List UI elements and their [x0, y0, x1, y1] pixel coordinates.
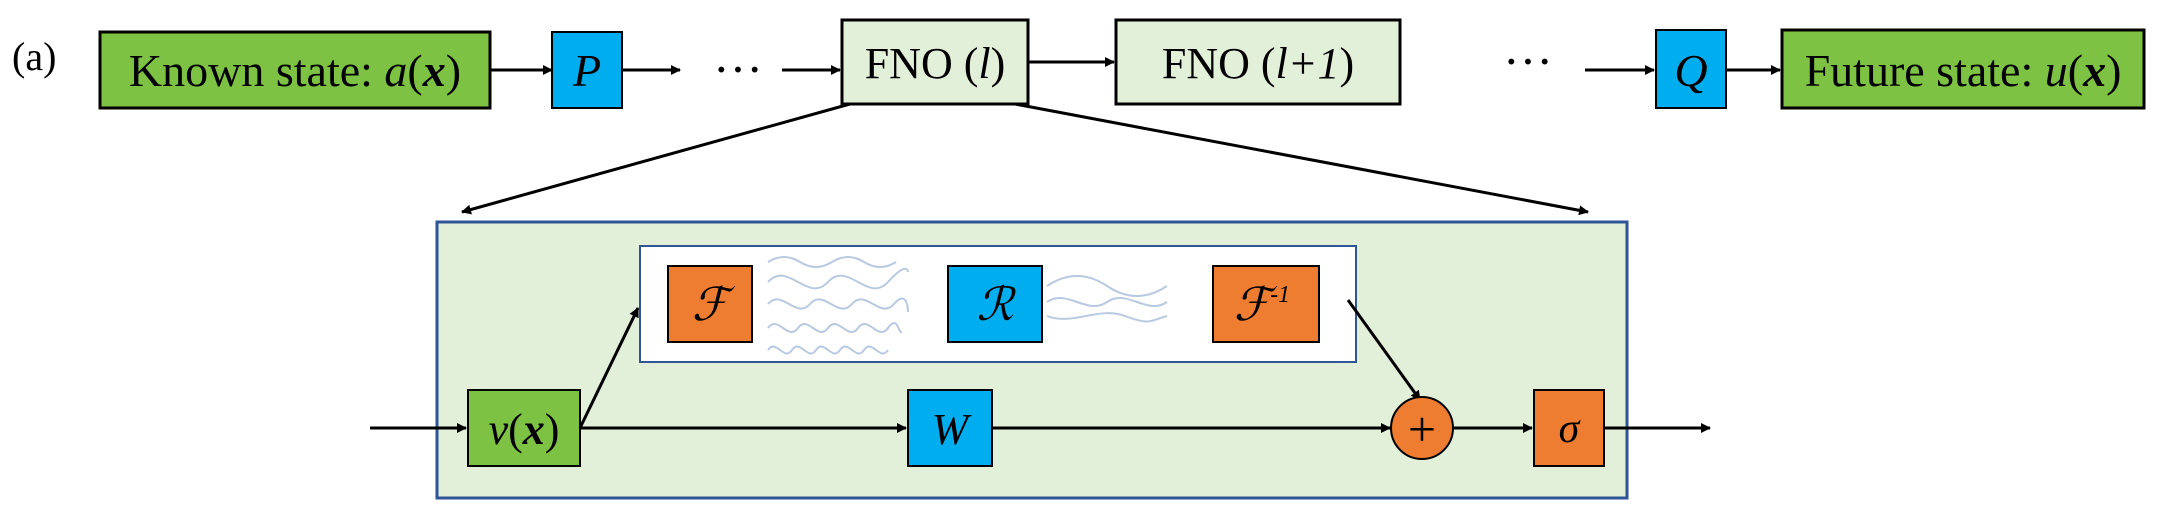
ellipsis-left: ··· — [713, 41, 763, 97]
fourier-transform-box: ℱ — [667, 265, 753, 343]
fno-l-box: FNO (l) — [840, 18, 1030, 106]
spectral-weights-r-label: ℛ — [977, 279, 1017, 330]
ellipsis-right: ··· — [1503, 33, 1553, 89]
input-v-box: v(x) — [467, 389, 581, 467]
spectral-weights-r-box: ℛ — [947, 265, 1043, 343]
fourier-waves-left — [767, 256, 909, 355]
sum-node: + — [1390, 396, 1454, 460]
project-q-label: Q — [1674, 45, 1707, 96]
known-state-arg: x — [422, 45, 446, 96]
svg-text:FNO (l): FNO (l) — [865, 39, 1006, 88]
fno-l1-var: l+1 — [1276, 39, 1340, 88]
known-state-func: a — [384, 45, 407, 96]
future-state-func: u — [2045, 45, 2068, 96]
linear-w-label: W — [932, 405, 972, 454]
activation-sigma-label: σ — [1559, 406, 1582, 452]
arrow-inverse-to-sum — [1346, 299, 1422, 401]
svg-text:ℱ-1: ℱ-1 — [1234, 279, 1290, 330]
panel-label: (a) — [12, 34, 56, 79]
inverse-fourier-box: ℱ-1 — [1212, 265, 1320, 343]
svg-text:Known state: a(x): Known state: a(x) — [129, 45, 461, 96]
fno-l1-close: ) — [1339, 39, 1354, 88]
future-state-text: Future state: — [1805, 45, 2045, 96]
fno-l1-box: FNO (l+1) — [1114, 18, 1402, 106]
known-state-text: Known state: — [129, 45, 385, 96]
input-v-func: v — [489, 405, 509, 454]
zoom-arrow-right — [1014, 102, 1589, 216]
fno-l-close: ) — [991, 39, 1006, 88]
future-state-box: Future state: u(x) — [1780, 28, 2146, 110]
input-v-arg: x — [522, 405, 545, 454]
fno-l-text: FNO ( — [865, 39, 979, 88]
future-state-arg: x — [2082, 45, 2106, 96]
fno-l1-text: FNO ( — [1162, 39, 1276, 88]
svg-text:FNO (l+1): FNO (l+1) — [1162, 39, 1354, 88]
lift-p-label: P — [572, 45, 601, 96]
sum-symbol: + — [1408, 401, 1436, 457]
svg-text:v(x): v(x) — [489, 405, 560, 454]
activation-sigma-box: σ — [1533, 389, 1605, 467]
inverse-fourier-sup: -1 — [1270, 282, 1290, 308]
fourier-waves-right — [1046, 275, 1168, 323]
zoom-arrow-left — [461, 102, 851, 215]
known-state-box: Known state: a(x) — [98, 30, 492, 110]
project-q-box: Q — [1655, 29, 1727, 109]
linear-w-box: W — [907, 389, 993, 467]
arrow-v-to-spectral — [578, 307, 640, 429]
svg-text:Future state: u(x): Future state: u(x) — [1805, 45, 2122, 96]
lift-p-box: P — [551, 31, 623, 109]
fno-l-var: l — [978, 39, 990, 88]
